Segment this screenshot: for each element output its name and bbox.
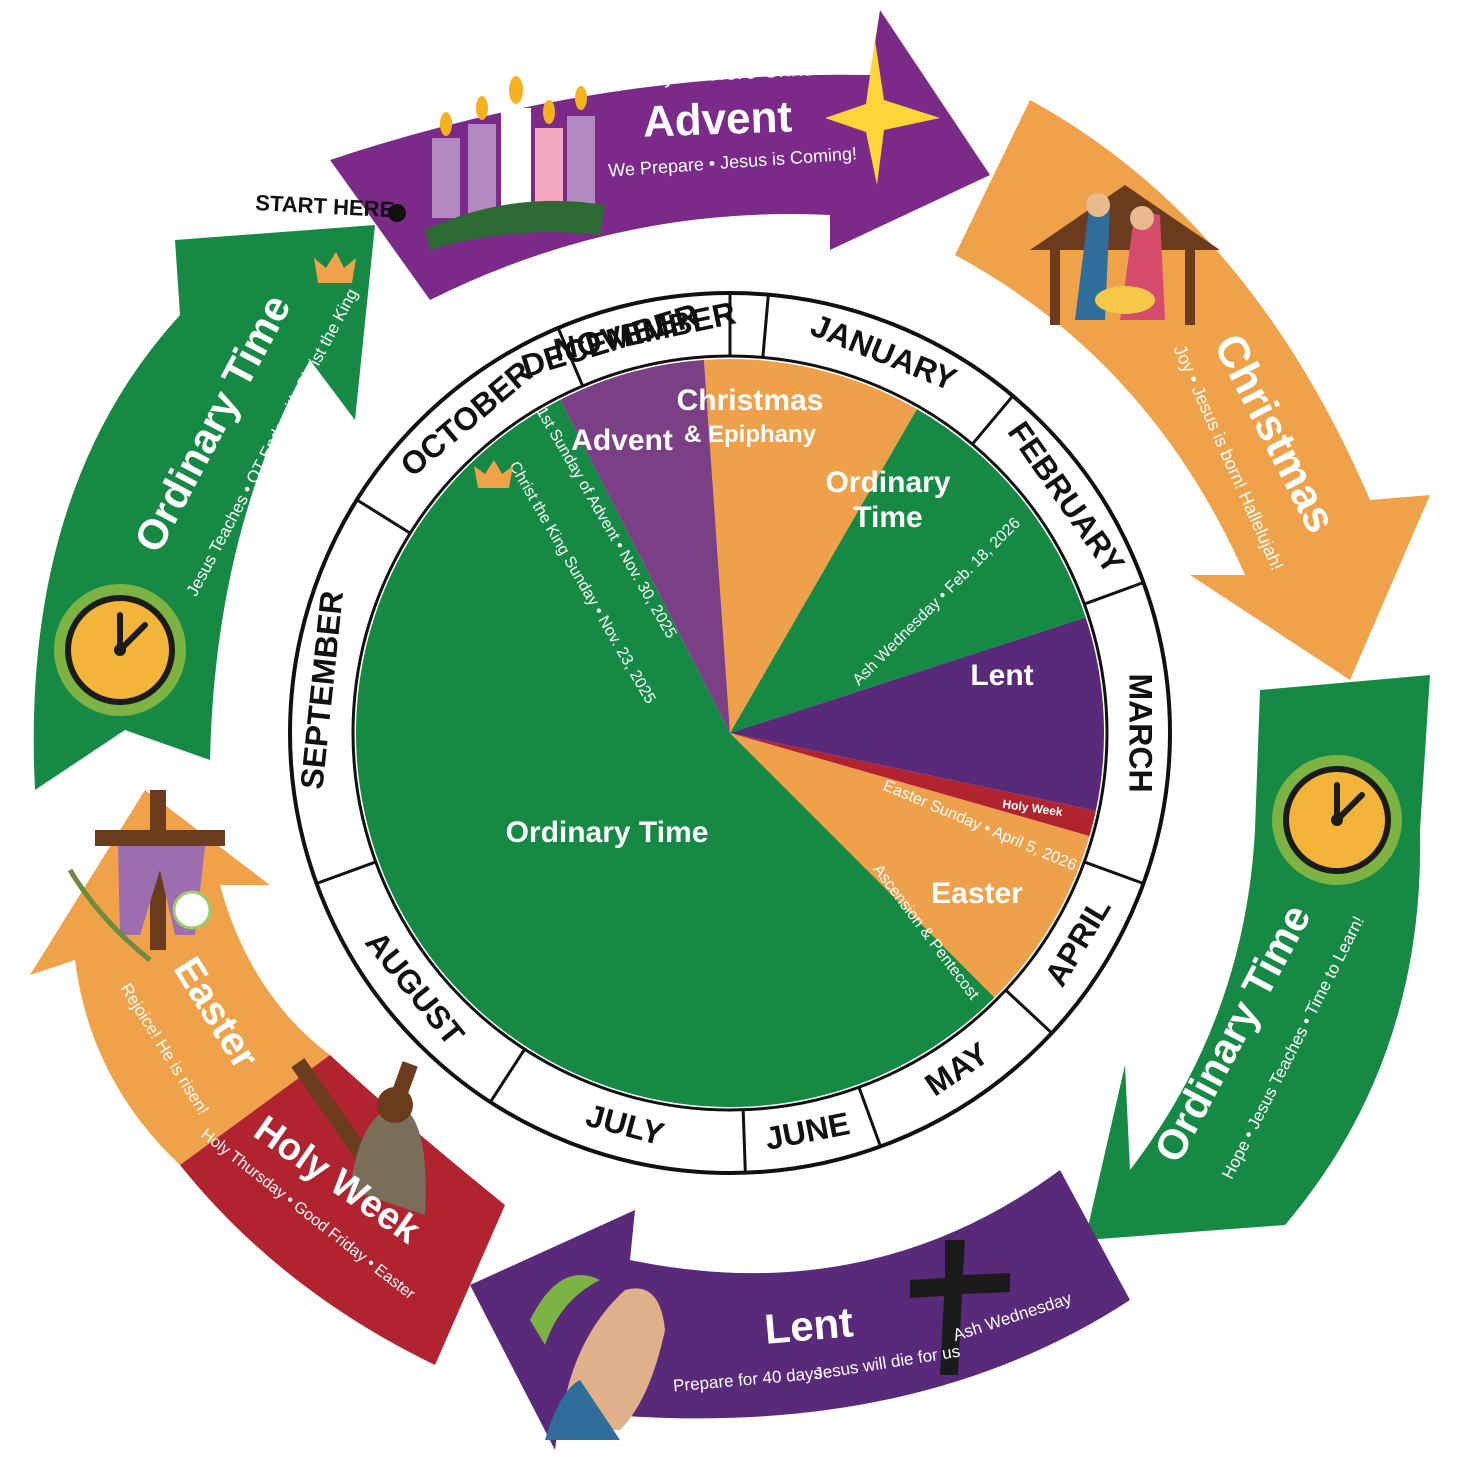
praying-hands-icon — [530, 1275, 665, 1440]
pie-ot1-title: Ordinary — [825, 466, 950, 499]
pie-wedge-advent — [560, 359, 730, 733]
ring-easter-band — [30, 790, 330, 1165]
ring-holyweek-band — [180, 1055, 505, 1365]
month-divider — [1083, 860, 1144, 885]
pie-ot1-sub: Time — [853, 501, 922, 534]
pie-wedge-ot2 — [355, 399, 995, 1107]
advent-title: Advent — [642, 92, 793, 146]
pie-christmas-sub: & Epiphany — [684, 421, 817, 448]
ring-ot-right: Ordinary Time Hope • Jesus Teaches • Tim… — [1085, 675, 1430, 1240]
clock-icon-left — [54, 584, 186, 716]
advent-candles-icon — [425, 76, 605, 250]
pie-ot2-title: Ordinary Time — [506, 816, 709, 849]
cross-lily-icon — [67, 790, 225, 962]
ring-advent: 4 Sundays Before Christmas Advent We Pre… — [330, 10, 990, 300]
pie-wedge-christmas — [703, 359, 917, 733]
nativity-icon — [1030, 185, 1220, 325]
star-icon — [825, 40, 940, 185]
month-divider — [761, 294, 770, 358]
month-divider — [316, 860, 377, 885]
month-dividers — [316, 293, 1144, 1173]
month-divider — [741, 1109, 747, 1173]
month-divider — [971, 394, 1014, 446]
pie-wedge-easter — [730, 733, 1090, 998]
pie-christmas-title: Christmas — [677, 384, 824, 417]
pie-wedge-holyweek — [730, 733, 1096, 837]
pie-wedge-lent — [730, 617, 1104, 811]
jesus-carrying-cross-icon — [291, 1058, 426, 1215]
month-divider — [857, 1086, 882, 1147]
ash-cross-icon — [910, 1240, 1010, 1375]
clock-icon — [1272, 755, 1402, 885]
lent-title: Lent — [763, 1298, 855, 1353]
month-divider — [1083, 581, 1144, 606]
month-divider — [489, 1048, 526, 1103]
ring-lent: Lent Prepare for 40 days Jesus will die … — [470, 1170, 1130, 1450]
season-wheel — [355, 359, 1104, 1107]
ring-advent-band — [330, 10, 990, 300]
month-divider — [356, 498, 412, 535]
pie-wedge-ot1 — [730, 409, 1086, 733]
ring-easter-holyweek: Easter Rejoice! He is risen! Holy Week H… — [30, 790, 505, 1365]
crown-icon — [314, 252, 356, 283]
start-dot — [388, 204, 406, 222]
month-divider — [1004, 989, 1053, 1035]
pie-easter-title: Easter — [931, 877, 1023, 910]
month-divider — [556, 327, 585, 387]
pie-lent-title: Lent — [970, 659, 1033, 692]
pie-advent-title: Advent — [571, 424, 673, 457]
month-label-march: MARCH — [1123, 673, 1159, 792]
crown-icon-wheel — [474, 460, 513, 488]
ring-christmas: Christmas Joy • Jesus is born! Halleluja… — [955, 100, 1430, 680]
